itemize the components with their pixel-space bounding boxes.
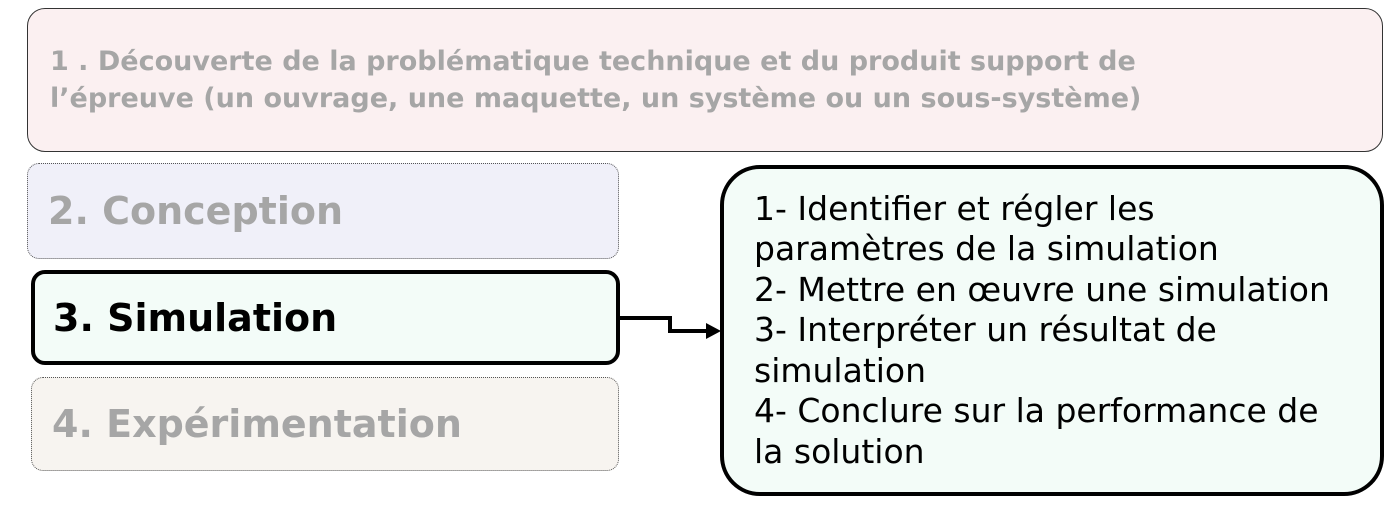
simulation-details-box: 1- Identifier et régler les paramètres d… <box>720 165 1384 496</box>
detail-line: paramètres de la simulation <box>754 229 1219 269</box>
detail-line: 4- Conclure sur la performance de <box>754 391 1319 431</box>
step-2-label: 2. Conception <box>48 189 344 233</box>
detail-line: 2- Mettre en œuvre une simulation <box>754 269 1330 309</box>
connector-line <box>620 316 708 333</box>
step-3-box-active: 3. Simulation <box>31 270 620 365</box>
step-3-label: 3. Simulation <box>53 295 338 340</box>
detail-line: simulation <box>754 350 927 390</box>
step-1-box: 1 . Découverte de la problématique techn… <box>27 8 1383 152</box>
detail-line: 3- Interpréter un résultat de <box>754 310 1217 350</box>
step-2-box: 2. Conception <box>27 163 619 259</box>
arrow-head-icon <box>706 323 721 339</box>
detail-line: 1- Identifier et régler les <box>754 188 1155 228</box>
step-4-label: 4. Expérimentation <box>52 402 462 446</box>
step-1-line: l’épreuve (un ouvrage, une maquette, un … <box>50 83 1142 114</box>
step-1-line: 1 . Découverte de la problématique techn… <box>50 46 1136 77</box>
step-4-box: 4. Expérimentation <box>31 377 619 471</box>
step-1-label: 1 . Découverte de la problématique techn… <box>50 43 1141 117</box>
detail-line: la solution <box>754 431 925 471</box>
simulation-details-list: 1- Identifier et régler les paramètres d… <box>754 189 1330 473</box>
